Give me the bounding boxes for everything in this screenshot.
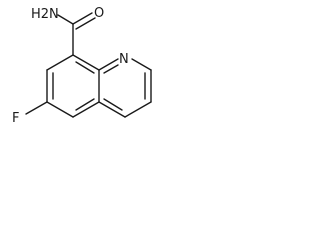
bond-c8a-n1 [98, 58, 119, 71]
quinoline-carboxamide-structure: H2N O N F [12, 6, 152, 126]
bond-c8-c8a-top [72, 54, 100, 71]
oxygen-label: O [94, 6, 104, 21]
double-bond-inner-4 [103, 64, 119, 74]
bond-carbonyl-oxygen-1 [72, 12, 93, 25]
double-bond-inner-3 [75, 98, 95, 111]
bond-c4a-c5 [72, 101, 100, 118]
bond-n1-c2 [131, 58, 152, 71]
bond-c3-c4 [124, 101, 152, 118]
bond-carbonyl-oxygen-2 [75, 17, 96, 30]
double-bond-inner-6 [103, 98, 123, 111]
nitrogen-label: N [119, 52, 129, 67]
double-bond-inner-2 [75, 61, 95, 74]
bond-c8a-c4a [98, 101, 126, 118]
fluorine-label: F [12, 111, 19, 126]
bond-c7-c8 [46, 54, 74, 71]
bond-c6-fluorine [25, 101, 48, 115]
bond-carbonyl-amine [57, 14, 74, 25]
amine-label: H2N [31, 7, 59, 22]
bond-c5-c6 [46, 101, 74, 118]
